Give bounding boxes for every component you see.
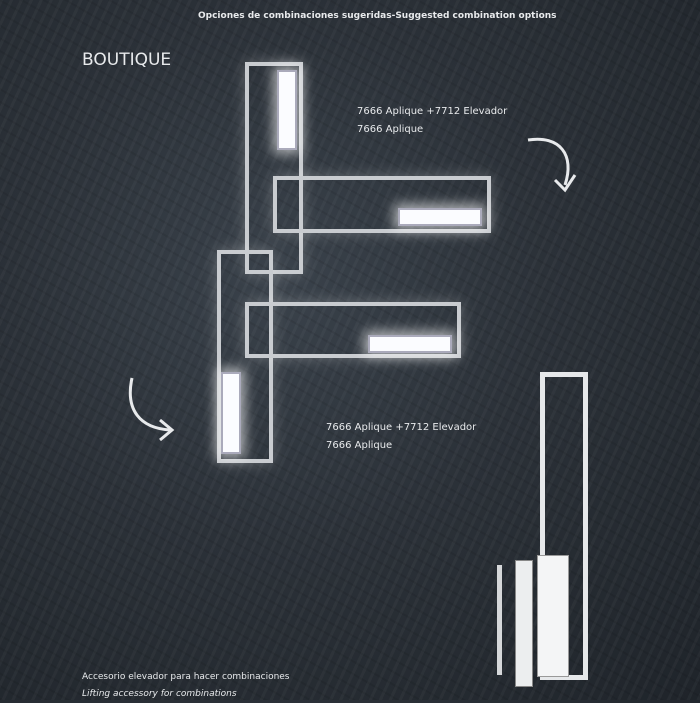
combo-bottom-line2: 7666 Aplique <box>326 440 393 451</box>
elevator-rail <box>497 565 502 675</box>
mount-bracket <box>537 555 569 677</box>
combo-top-line1: 7666 Aplique +7712 Elevador <box>357 106 508 117</box>
footer-spanish: Accesorio elevador para hacer combinacio… <box>82 672 290 682</box>
lamp-vertical-top <box>245 62 303 274</box>
elevator-bar <box>515 560 533 687</box>
lamp-light-panel <box>277 70 297 150</box>
combo-top-line2: 7666 Aplique <box>357 124 424 135</box>
lamp-light-panel <box>368 335 452 353</box>
header-caption: Opciones de combinaciones sugeridas-Sugg… <box>198 11 557 21</box>
combo-bottom-line1: 7666 Aplique +7712 Elevador <box>326 422 477 433</box>
combo-label-top: 7666 Aplique +7712 Elevador 7666 Aplique <box>357 103 507 139</box>
section-title: BOUTIQUE <box>82 50 172 70</box>
footer-english: Lifting accessory for combinations <box>82 689 237 699</box>
lamp-horizontal-top <box>273 176 491 233</box>
tall-frame <box>540 372 588 680</box>
footer-caption: Accesorio elevador para hacer combinacio… <box>82 669 290 703</box>
lamp-light-panel <box>221 372 241 454</box>
lamp-horizontal-bottom <box>245 302 461 358</box>
curved-arrow-icon <box>128 377 175 442</box>
combo-label-bottom: 7666 Aplique +7712 Elevador 7666 Aplique <box>326 419 476 455</box>
curved-arrow-icon <box>527 137 577 193</box>
lamp-light-panel <box>398 208 482 226</box>
